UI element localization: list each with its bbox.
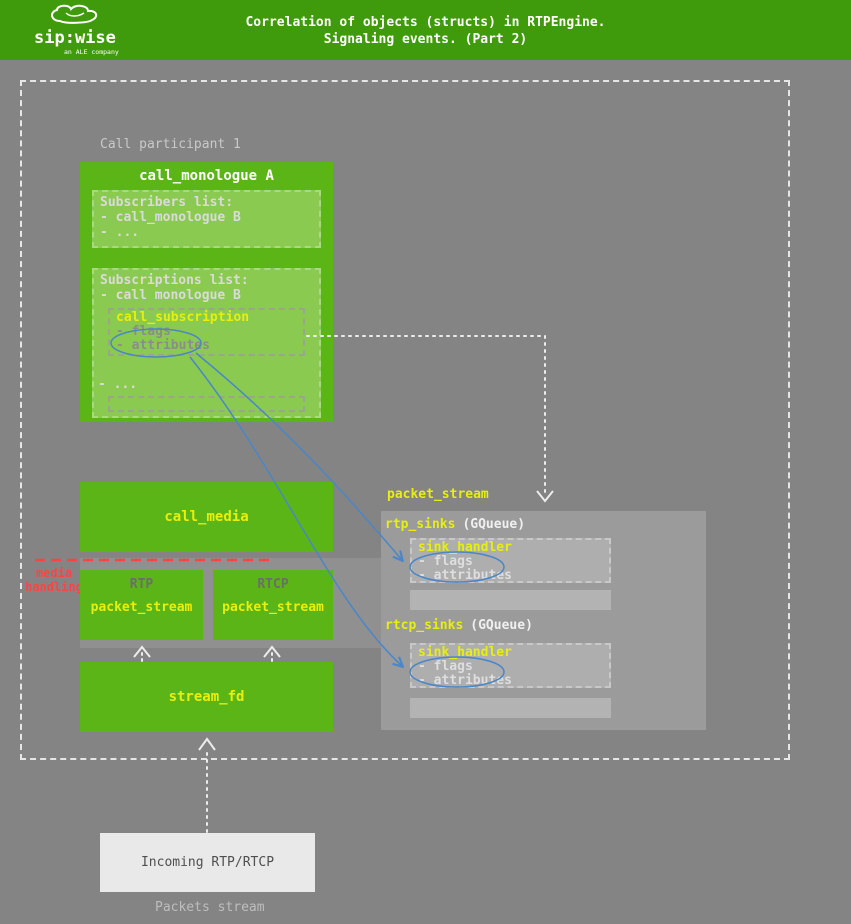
- rtcp-sinks-row: rtcp_sinks (GQueue): [385, 618, 533, 633]
- call-media-title: call_media: [164, 509, 249, 525]
- stream-fd-title: stream_fd: [168, 689, 245, 705]
- rtcp-packet-stream-box: RTCP packet_stream: [213, 570, 333, 640]
- logo-cloud-icon: [51, 4, 98, 24]
- rtp-packet-stream-title: packet_stream: [90, 600, 193, 615]
- rtp-tag: RTP: [129, 577, 154, 592]
- call-subscription-flags: - flags: [116, 324, 171, 339]
- logo-tagline: an ALE company: [64, 48, 119, 56]
- rtcp-sink-placeholder: [410, 698, 611, 718]
- rtcp-packet-stream-title: packet_stream: [222, 600, 324, 615]
- rtcp-sinks-type: (GQueue): [470, 618, 533, 633]
- subscribers-item: - ...: [100, 225, 140, 240]
- rtp-sink-handler-attributes: - attributes: [418, 568, 512, 583]
- subscribers-item: - call_monologue B: [100, 210, 241, 225]
- rtp-sinks-name: rtp_sinks: [385, 517, 456, 532]
- incoming-title: Incoming RTP/RTCP: [140, 855, 275, 870]
- call-subscription-attributes: - attributes: [116, 338, 210, 353]
- packet-stream-panel-title: packet_stream: [387, 487, 489, 502]
- rtp-sink-placeholder: [410, 590, 611, 610]
- call-media-box: call_media: [80, 482, 333, 552]
- rtcp-sink-handler-box: sink_handler - flags - attributes: [410, 643, 611, 688]
- rtcp-sink-handler-attributes: - attributes: [418, 673, 512, 688]
- call-subscription-title: call_subscription: [116, 310, 250, 325]
- subscriptions-list-box: Subscriptions list: - call monologue B c…: [92, 268, 321, 418]
- stream-fd-box: stream_fd: [80, 662, 333, 732]
- header-title: Correlation of objects (structs) in RTPE…: [0, 14, 851, 48]
- rtcp-tag: RTCP: [257, 577, 289, 592]
- rtcp-sink-handler-flags: - flags: [418, 659, 473, 674]
- header-title-line1: Correlation of objects (structs) in RTPE…: [245, 15, 606, 30]
- subscribers-list-box: Subscribers list: - call_monologue B - .…: [92, 190, 321, 248]
- media-handling-line2: handling: [25, 580, 83, 594]
- title-bar: sip:wise an ALE company Correlation of o…: [0, 0, 851, 60]
- subscribers-title: Subscribers list:: [100, 195, 234, 210]
- packets-stream-label: Packets stream: [155, 900, 265, 915]
- call-boundary: [20, 80, 790, 760]
- rtp-sink-handler-flags: - flags: [418, 554, 473, 569]
- rtcp-sinks-name: rtcp_sinks: [385, 618, 464, 633]
- subscriptions-title: Subscriptions list:: [100, 273, 249, 288]
- call-subscription-empty-box: [108, 396, 305, 412]
- rtcp-sink-handler-title: sink_handler: [418, 645, 512, 660]
- sipwise-logo-graphic: sip:wise an ALE company: [34, 4, 119, 56]
- call-monologue-title: call_monologue A: [139, 168, 274, 184]
- header-title-line2: Signaling events. (Part 2): [323, 32, 528, 47]
- subscriptions-item: - call monologue B: [100, 288, 241, 303]
- media-handling-label: media handling: [22, 566, 86, 594]
- subscriptions-more: - ...: [98, 377, 138, 392]
- call-subscription-box: call_subscription - flags - attributes: [108, 308, 305, 356]
- media-handling-line1: media: [35, 566, 73, 580]
- sipwise-logo: sip:wise an ALE company: [30, 4, 130, 58]
- rtp-sinks-row: rtp_sinks (GQueue): [385, 517, 525, 532]
- incoming-rtp-rtcp-box: Incoming RTP/RTCP: [100, 833, 315, 892]
- logo-text: sip:wise: [34, 28, 116, 48]
- packet-stream-panel: rtp_sinks (GQueue) sink_handler - flags -…: [381, 511, 706, 730]
- rtp-sinks-type: (GQueue): [462, 517, 526, 532]
- call-monologue-box: call_monologue A Subscribers list: - cal…: [80, 162, 333, 422]
- rtp-packet-stream-box: RTP packet_stream: [80, 570, 203, 640]
- participant-label: Call participant 1: [100, 137, 241, 152]
- rtp-sink-handler-title: sink_handler: [418, 540, 512, 555]
- rtp-sink-handler-box: sink_handler - flags - attributes: [410, 538, 611, 583]
